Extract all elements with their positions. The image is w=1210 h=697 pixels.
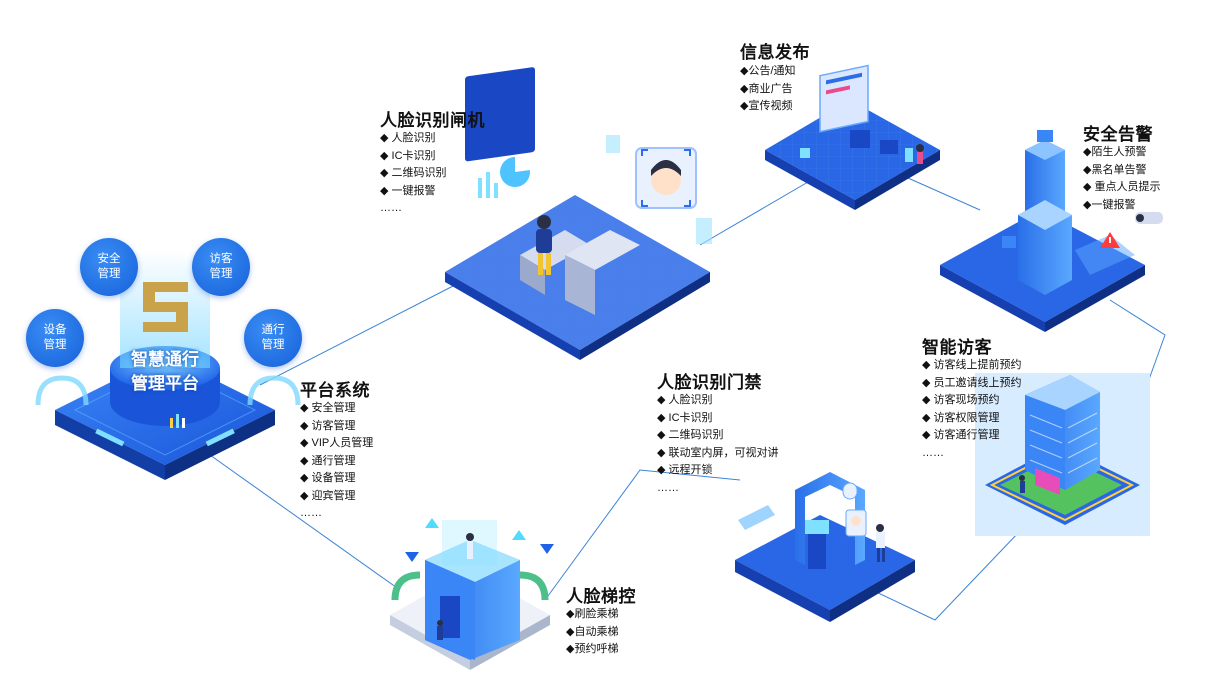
platform-items: ◆ 安全管理 ◆ 访客管理 ◆ VIP人员管理 ◆ 通行管理 ◆ 设备管理 ◆ 迎宾管理 …… [300, 400, 373, 523]
info-title: 信息发布 [740, 43, 810, 62]
link-door-elevator [544, 469, 741, 601]
satellite-passage[interactable]: 通行管理 [244, 309, 302, 367]
alarm-title: 安全告警 [1083, 125, 1153, 144]
visitor-item: ◆ 访客权限管理 [922, 411, 1000, 424]
elevator-title: 人脸梯控 [566, 587, 636, 606]
hub-logo-icon [143, 282, 188, 332]
visitor-item: ◆ 员工邀请线上预约 [922, 376, 1022, 389]
alarm-item: ◆ 重点人员提示 [1083, 181, 1161, 193]
gate-item: ◆ 二维码识别 [380, 167, 447, 179]
satellite-visitor-line2: 管理 [209, 268, 233, 280]
alarm-item: ◆陌生人预警 [1083, 146, 1147, 158]
visitor-item: ◆ 访客线上提前预约 [922, 359, 1022, 371]
gate-items: ◆ 人脸识别 ◆ IC卡识别 ◆ 二维码识别 ◆ 一键报警 …… [380, 130, 447, 218]
visitor-item: ◆ 访客现场预约 [922, 394, 1000, 406]
visitor-illustration [975, 373, 1150, 536]
door-item: ◆ 二维码识别 [657, 429, 724, 441]
door-item: ◆ 人脸识别 [657, 394, 713, 406]
arrow-down-icon [405, 552, 419, 562]
arrow-down-icon [540, 544, 554, 554]
satellite-safety-line2: 管理 [97, 268, 121, 280]
elevator-illustration [390, 518, 554, 670]
visitor-title: 智能访客 [922, 338, 992, 357]
visitor-item: …… [922, 446, 944, 459]
platform-title: 平台系统 [300, 381, 370, 400]
door-item: ◆ 远程开锁 [657, 464, 713, 476]
info-items: ◆公告/通知 ◆商业广告 ◆宣传视频 [740, 63, 796, 116]
link-gate-info [699, 174, 821, 246]
gate-illustration [445, 67, 712, 360]
satellite-device[interactable]: 设备管理 [26, 309, 84, 367]
satellite-passage-line1: 通行 [261, 324, 285, 336]
door-illustration [735, 472, 915, 622]
satellite-device-line1: 设备 [43, 324, 67, 336]
visitor-item: ◆ 访客通行管理 [922, 429, 1000, 441]
gate-title: 人脸识别闸机 [380, 111, 485, 130]
visitor-items: ◆ 访客线上提前预约 ◆ 员工邀请线上预约 ◆ 访客现场预约 ◆ 访客权限管理 ◆ 访客… [922, 357, 1022, 462]
alarm-items: ◆陌生人预警 ◆黑名单告警 ◆ 重点人员提示 ◆一键报警 [1083, 144, 1161, 214]
satellite-visitor[interactable]: 访客管理 [192, 238, 250, 296]
platform-item: ◆ VIP人员管理 [300, 437, 374, 449]
gate-item: ◆ 人脸识别 [380, 132, 436, 144]
gate-item: ◆ IC卡识别 [380, 149, 436, 162]
face-scan-icon [635, 147, 697, 209]
info-item: ◆商业广告 [740, 82, 793, 95]
platform-item: ◆ 访客管理 [300, 419, 356, 432]
satellite-visitor-line1: 访客 [209, 253, 233, 265]
door-item: ◆ 联动室内屏，可视对讲 [657, 446, 779, 459]
gate-item: ◆ 一键报警 [380, 184, 436, 197]
satellite-safety[interactable]: 安全管理 [80, 238, 138, 296]
platform-item: ◆ 通行管理 [300, 454, 356, 467]
alarm-item: ◆黑名单告警 [1083, 163, 1147, 176]
info-item: ◆公告/通知 [740, 65, 796, 77]
link-elevator-hub [209, 454, 401, 591]
satellite-safety-line1: 安全 [97, 253, 121, 265]
alarm-illustration [940, 130, 1163, 332]
platform-item: ◆ 安全管理 [300, 402, 356, 414]
platform-item: ◆ 设备管理 [300, 472, 356, 484]
alarm-item: ◆一键报警 [1083, 198, 1136, 211]
link-hub-gate [259, 284, 456, 386]
door-item: …… [657, 481, 679, 494]
elevator-item: ◆自动乘梯 [566, 625, 619, 638]
hub-label[interactable]: 智慧通行 管理平台 [110, 348, 220, 396]
arrow-up-icon [425, 518, 439, 528]
gate-item: …… [380, 202, 402, 214]
door-item: ◆ IC卡识别 [657, 411, 713, 424]
arrow-up-icon [512, 530, 526, 540]
platform-item: …… [300, 507, 322, 519]
info-item: ◆宣传视频 [740, 100, 793, 112]
hub-label-line2: 管理平台 [131, 374, 199, 393]
elevator-items: ◆刷脸乘梯 ◆自动乘梯 ◆预约呼梯 [566, 606, 618, 659]
elevator-item: ◆预约呼梯 [566, 643, 619, 655]
door-title: 人脸识别门禁 [657, 373, 762, 392]
satellite-device-line2: 管理 [43, 339, 67, 351]
elevator-item: ◆刷脸乘梯 [566, 608, 619, 620]
info-illustration [765, 64, 940, 210]
door-items: ◆ 人脸识别 ◆ IC卡识别 ◆ 二维码识别 ◆ 联动室内屏，可视对讲 ◆ 远程开锁 …… [657, 392, 779, 497]
warning-icon [1100, 232, 1120, 248]
satellite-passage-line2: 管理 [261, 339, 285, 351]
platform-item: ◆ 迎宾管理 [300, 489, 356, 502]
hub-label-line1: 智慧通行 [131, 350, 199, 369]
camera-icon [1135, 212, 1163, 224]
